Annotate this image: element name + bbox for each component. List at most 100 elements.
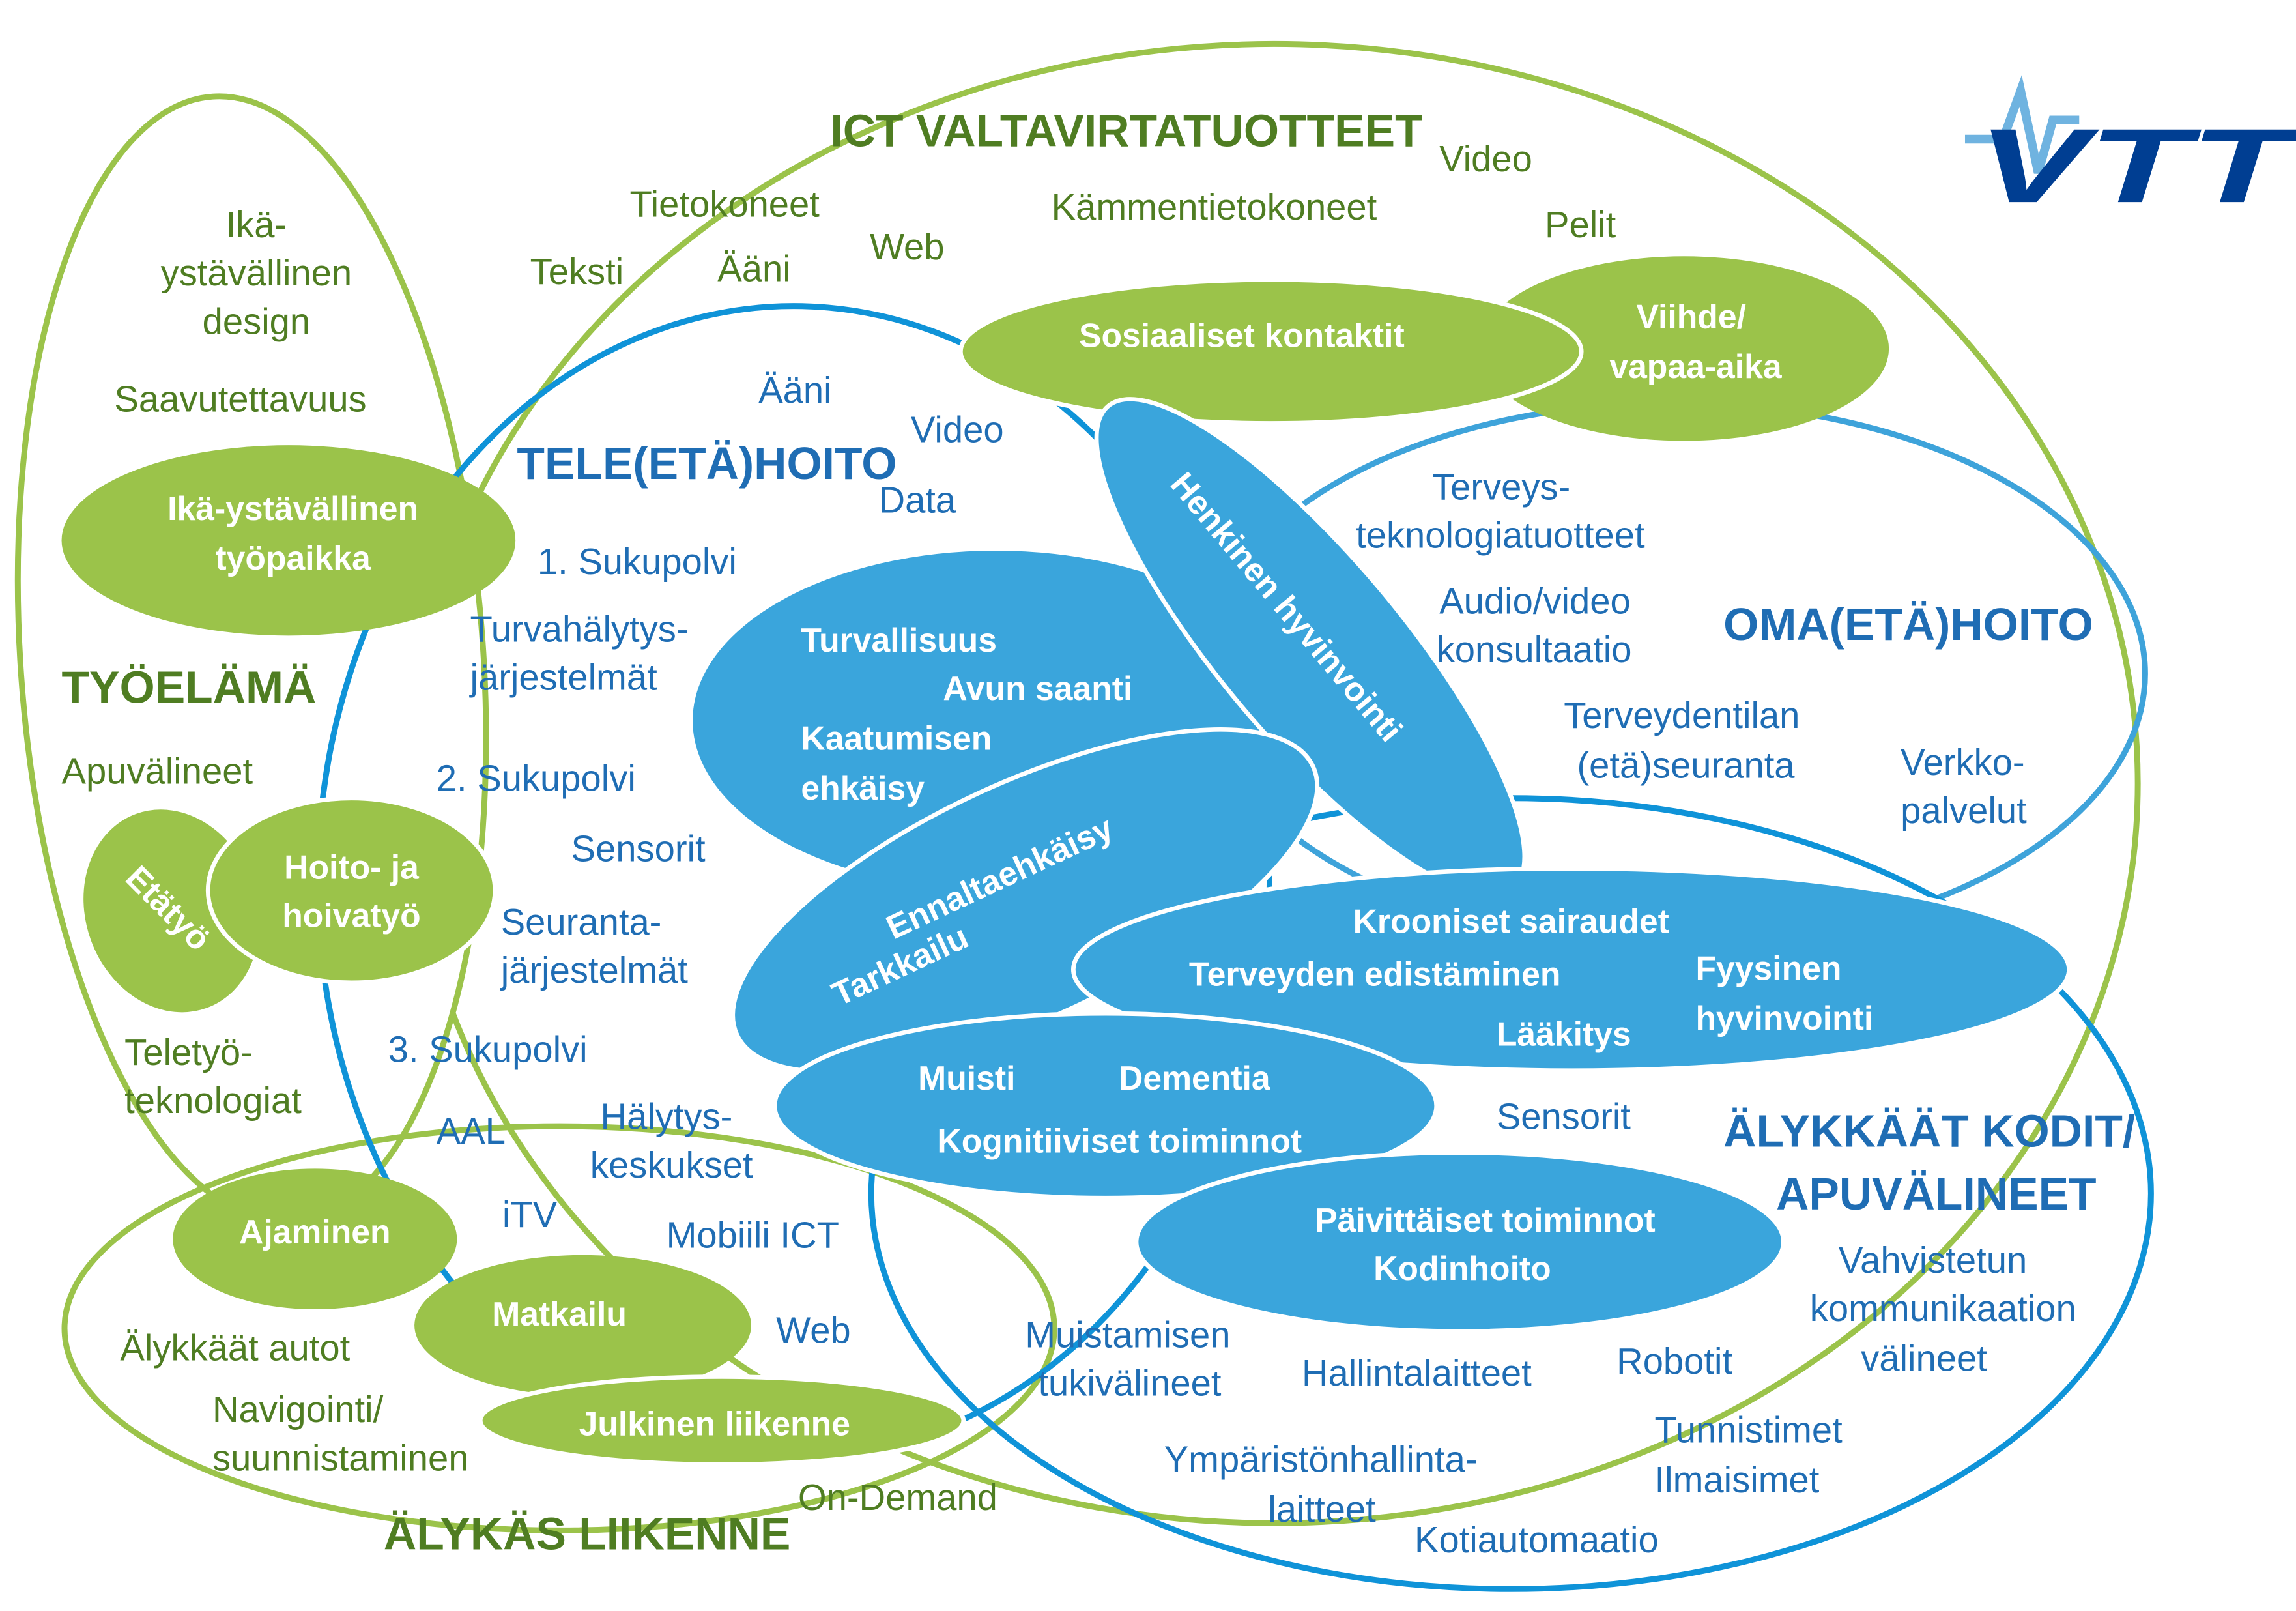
travel-bubble xyxy=(414,1255,751,1396)
homes-item: Kotiautomaatio xyxy=(1414,1519,1659,1560)
travel-label: Matkailu xyxy=(492,1295,627,1333)
ict-item: Ääni xyxy=(717,248,790,289)
ict-item: Video xyxy=(1439,138,1532,179)
chronic-label: Fyysinen xyxy=(1695,949,1841,987)
tele-item: Web xyxy=(776,1310,850,1351)
oma-item: Terveys- xyxy=(1432,466,1570,507)
ondemand-label: On-Demand xyxy=(798,1477,997,1518)
homes-item: kommunikaation xyxy=(1810,1288,2076,1329)
tele-item: järjestelmät xyxy=(500,950,689,991)
care-work-bubble xyxy=(205,796,498,985)
homes-item: Hallintalaitteet xyxy=(1302,1352,1532,1393)
oma-item: konsultaatio xyxy=(1437,629,1632,670)
tele-item: Video xyxy=(911,409,1004,450)
memory-label: Kognitiiviset toiminnot xyxy=(937,1122,1302,1160)
homes-item: Muistamisen xyxy=(1025,1314,1230,1355)
homes-item: Robotit xyxy=(1616,1341,1732,1382)
public-transport-bubble xyxy=(478,1374,966,1467)
homes-item: tukivälineet xyxy=(1038,1363,1221,1404)
daily-bubble xyxy=(1134,1150,1786,1334)
teletech-label: teknologiat xyxy=(124,1080,302,1121)
telecare-title: TELE(ETÄ)HOITO xyxy=(517,438,897,489)
ict-item: Tietokoneet xyxy=(629,184,820,225)
tele-item: Sensorit xyxy=(571,828,706,869)
tele-item: Seuranta- xyxy=(501,901,662,942)
social-bubble xyxy=(958,277,1584,426)
tele-item: järjestelmät xyxy=(469,656,658,697)
tele-item: keskukset xyxy=(590,1144,753,1185)
homes-item: Ympäristönhallinta- xyxy=(1164,1439,1478,1480)
care-work-label: Hoito- ja xyxy=(284,848,420,886)
leisure-label: Viihde/ xyxy=(1637,297,1746,335)
care-work-label: hoivatyö xyxy=(282,897,420,935)
ict-item: Kämmentietokoneet xyxy=(1052,186,1377,227)
tele-item: 1. Sukupolvi xyxy=(538,541,737,582)
workplace-label: työpaikka xyxy=(215,539,371,577)
safety-label: Kaatumisen xyxy=(801,719,992,757)
chronic-label: hyvinvointi xyxy=(1695,999,1873,1037)
worklife-title: TYÖELÄMÄ xyxy=(62,662,317,713)
teletech-label: Teletyö- xyxy=(124,1032,253,1073)
prevention-bubble xyxy=(730,727,1320,1075)
ict-item: Pelit xyxy=(1545,204,1616,245)
nav-label: Navigointi/ xyxy=(212,1389,384,1430)
accessibility-label: Saavutettavuus xyxy=(114,378,366,419)
leisure-bubble xyxy=(1478,256,1889,441)
chronic-label: Krooniset sairaudet xyxy=(1353,903,1669,940)
workplace-label: Ikä-ystävällinen xyxy=(167,489,418,527)
ict-title: ICT VALTAVIRTATUOTTEET xyxy=(830,106,1422,156)
driving-bubble xyxy=(173,1168,457,1310)
memory-label: Muisti xyxy=(918,1059,1015,1097)
safety-label: ehkäisy xyxy=(801,769,925,807)
tele-item: Turvahälytys- xyxy=(470,608,689,649)
smart-traffic-area xyxy=(61,1123,1057,1533)
homes-title: APUVÄLINEET xyxy=(1776,1168,2097,1219)
traffic-title: ÄLYKÄS LIIKENNE xyxy=(384,1509,790,1560)
homes-item: laitteet xyxy=(1268,1488,1376,1530)
chronic-label: Lääkitys xyxy=(1497,1015,1631,1053)
design-label: ystävällinen xyxy=(161,252,352,293)
tele-item: Data xyxy=(879,480,956,521)
homes-item: välineet xyxy=(1861,1337,1987,1378)
chronic-bubble xyxy=(1071,866,2071,1073)
tele-item: Mobiili ICT xyxy=(667,1215,839,1256)
design-label: design xyxy=(203,300,311,341)
nav-label: suunnistaminen xyxy=(212,1437,468,1478)
safety-label: Avun saanti xyxy=(943,669,1132,707)
homes-item: Ilmaisimet xyxy=(1655,1459,1820,1500)
tele-item: 2. Sukupolvi xyxy=(437,758,636,799)
selfcare-title: OMA(ETÄ)HOITO xyxy=(1723,599,2093,650)
tele-item: 3. Sukupolvi xyxy=(388,1028,588,1069)
tele-item: Ääni xyxy=(758,370,831,411)
workplace-bubble xyxy=(61,445,516,636)
oma-item: teknologiatuotteet xyxy=(1356,514,1645,555)
tele-item: AAL xyxy=(437,1110,506,1152)
ict-item: Teksti xyxy=(530,251,624,292)
leisure-label: vapaa-aika xyxy=(1609,347,1783,385)
homes-item: Sensorit xyxy=(1497,1096,1631,1137)
design-label: Ikä- xyxy=(226,204,287,245)
daily-label: Päivittäiset toiminnot xyxy=(1315,1201,1656,1239)
homes-item: Tunnistimet xyxy=(1655,1410,1843,1451)
svg-text:VTT: VTT xyxy=(1977,108,2296,225)
public-transport-label: Julkinen liikenne xyxy=(579,1404,850,1442)
oma-item: Terveydentilan xyxy=(1564,695,1800,736)
tele-item: iTV xyxy=(502,1194,558,1235)
homes-title: ÄLYKKÄÄT KODIT/ xyxy=(1723,1106,2135,1157)
driving-label: Ajaminen xyxy=(239,1213,391,1251)
oma-item: Audio/video xyxy=(1439,581,1631,622)
memory-label: Dementia xyxy=(1119,1059,1271,1097)
aids-label: Apuvälineet xyxy=(62,750,253,791)
homes-item: Vahvistetun xyxy=(1839,1240,2027,1281)
oma-item: Verkko- xyxy=(1901,742,2024,783)
ict-item: Web xyxy=(870,226,944,267)
tele-item: Hälytys- xyxy=(601,1096,733,1137)
vtt-logo: VTT xyxy=(1964,74,2296,225)
social-label: Sosiaaliset kontaktit xyxy=(1079,317,1405,355)
memory-bubble xyxy=(772,1011,1439,1200)
safety-label: Turvallisuus xyxy=(801,621,997,659)
cars-label: Älykkäät autot xyxy=(120,1328,350,1369)
oma-item: (etä)seuranta xyxy=(1577,744,1795,785)
chronic-label: Terveyden edistäminen xyxy=(1189,955,1561,993)
oma-item: palvelut xyxy=(1901,790,2027,831)
